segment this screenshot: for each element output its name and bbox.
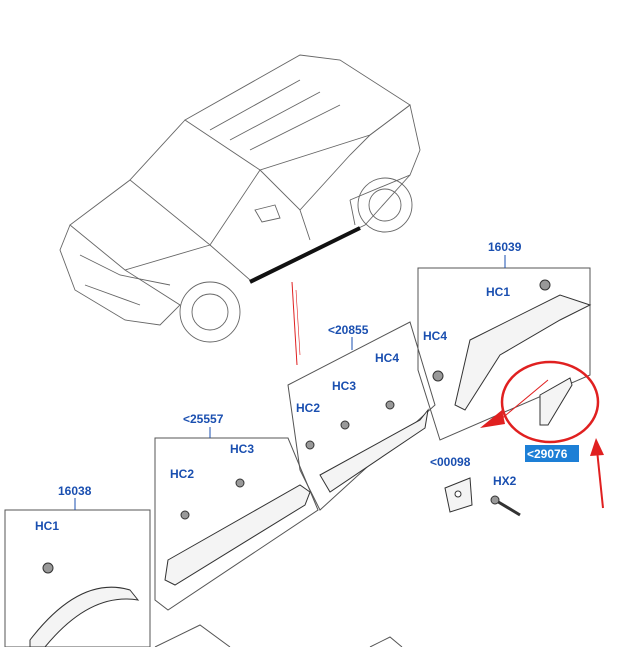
- annotation-circle: [500, 360, 600, 444]
- panel-16038: [4, 498, 151, 647]
- clip-label-hx2: HX2: [493, 474, 517, 488]
- panel-16039: [417, 255, 592, 441]
- part-label-16038: 16038: [58, 484, 92, 498]
- part-label-20855: <20855: [328, 323, 369, 337]
- clip-label-hc1-right: HC1: [486, 285, 510, 299]
- panel-25557: [154, 427, 319, 611]
- panel-20855: [287, 321, 436, 511]
- bracket-00098: [444, 477, 521, 517]
- clip-label-hc2-left: HC2: [170, 467, 194, 481]
- part-label-25557: <25557: [183, 412, 224, 426]
- vehicle-illustration: [59, 54, 421, 343]
- part-label-00098: <00098: [430, 455, 471, 469]
- part-29076: [539, 377, 573, 426]
- clip-label-hc3-mid: HC3: [332, 379, 356, 393]
- part-label-29076: <29076: [527, 447, 568, 461]
- annotation-arrow-right: [590, 438, 604, 509]
- clip-label-hc4-right: HC4: [423, 329, 447, 343]
- clip-label-hc2-mid: HC2: [296, 401, 320, 415]
- clip-label-hc4-mid: HC4: [375, 351, 399, 365]
- annotation-arrow-left: [480, 379, 549, 428]
- clip-label-hc1-left: HC1: [35, 519, 59, 533]
- clip-label-hc3-left: HC3: [230, 442, 254, 456]
- annotation-line: [291, 281, 298, 366]
- part-label-29076-highlight: [525, 445, 579, 462]
- part-label-16039: 16039: [488, 240, 522, 254]
